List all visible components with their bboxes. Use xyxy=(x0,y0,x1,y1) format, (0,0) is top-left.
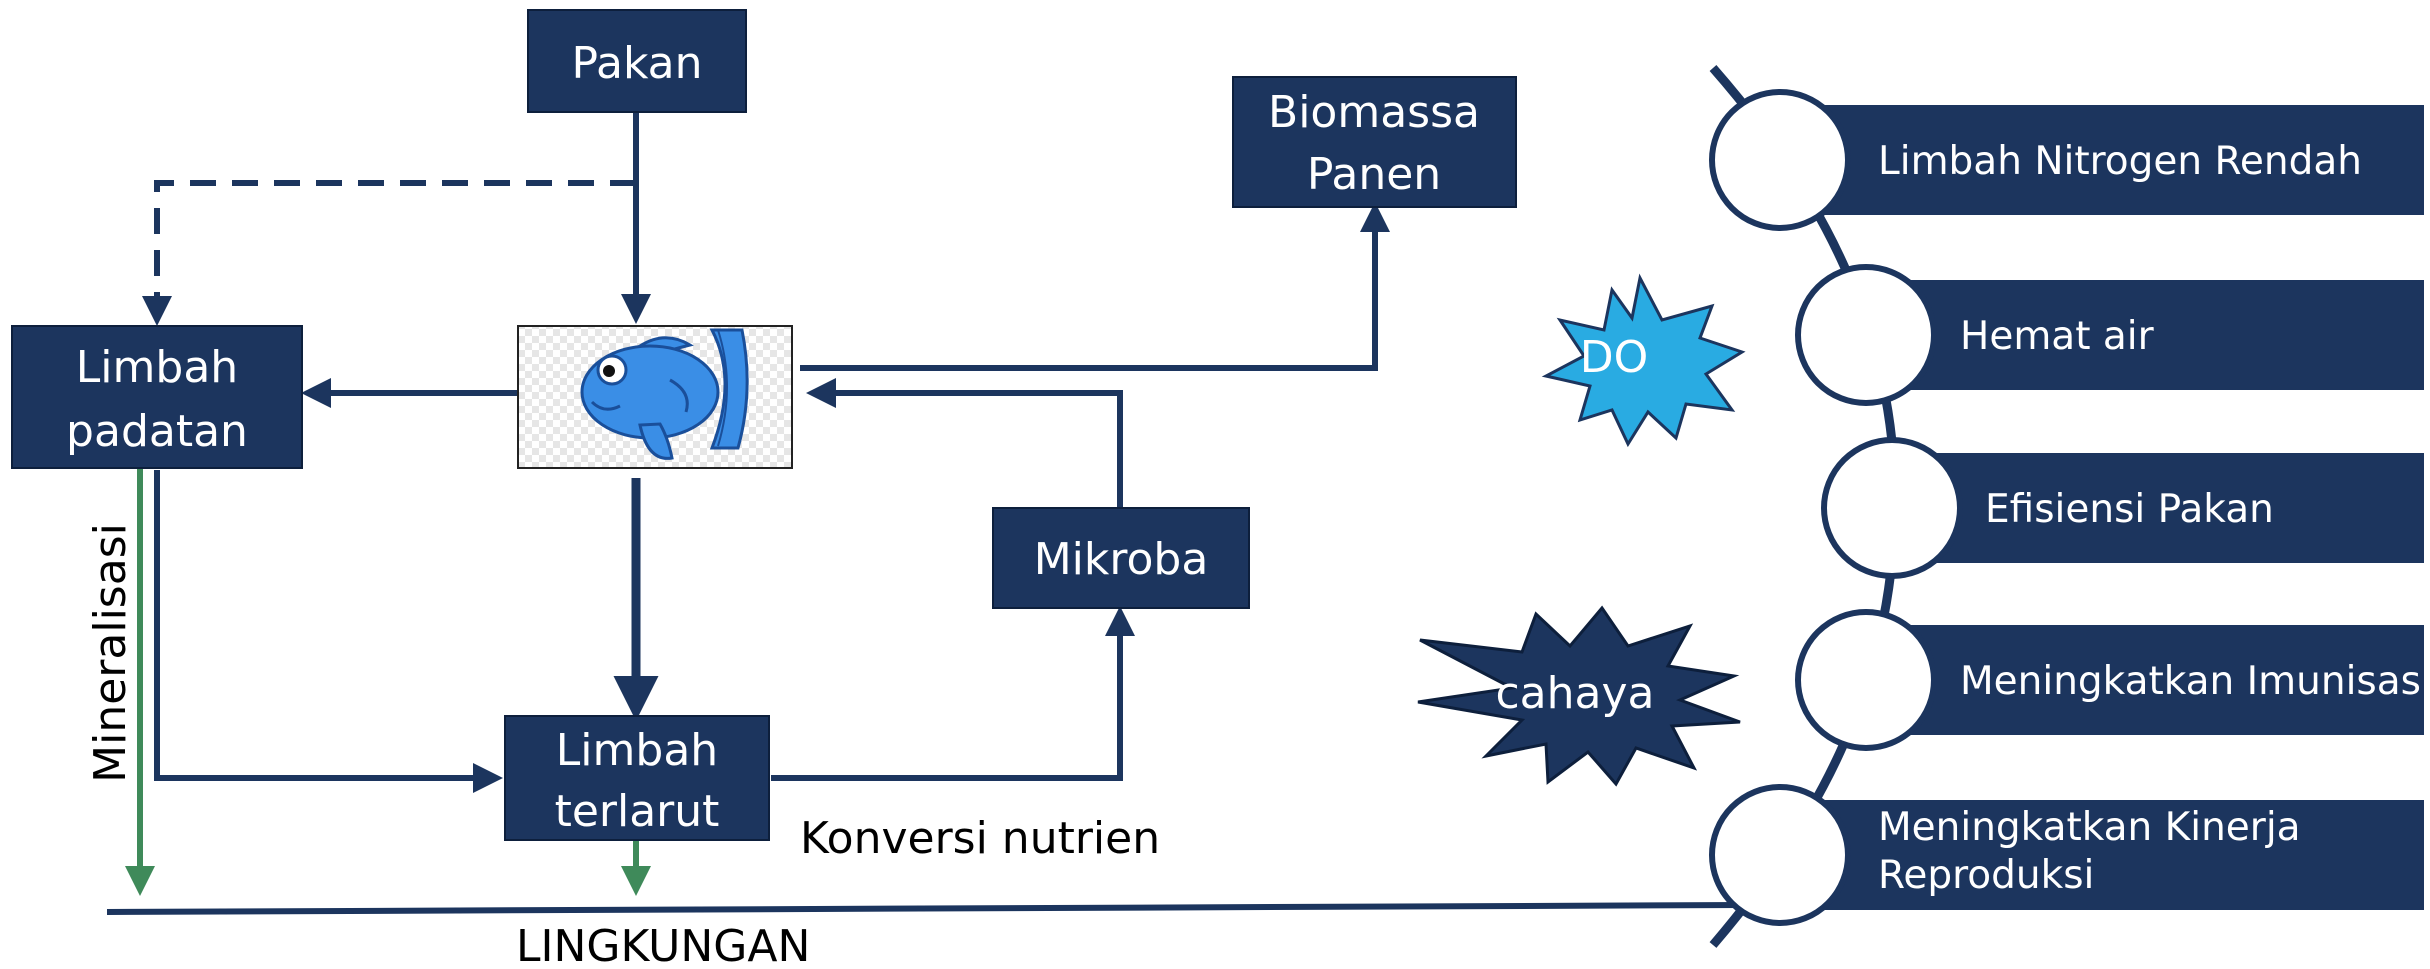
box-limbah-terlarut-label-2: terlarut xyxy=(555,786,720,837)
fish-image xyxy=(517,325,793,469)
benefit-label-line2: Reproduksi xyxy=(1878,853,2094,898)
box-limbah-terlarut: Limbah terlarut xyxy=(504,715,770,841)
benefit-item: Limbah Nitrogen Rendah xyxy=(1709,89,2424,231)
cahaya-label: cahaya xyxy=(1495,668,1654,719)
do-label: DO xyxy=(1580,332,1649,383)
benefit-item: Meningkatkan Kinerja Reproduksi xyxy=(1709,784,2424,926)
mineralisasi-label: Mineralisasi xyxy=(85,523,136,783)
box-pakan: Pakan xyxy=(527,9,747,113)
box-limbah-padatan: Limbah padatan xyxy=(11,325,303,469)
box-biomassa-label-1: Biomassa xyxy=(1268,87,1480,138)
benefit-item: Meningkatkan Imunisasi xyxy=(1795,609,2430,751)
box-mikroba-label: Mikroba xyxy=(1034,534,1209,585)
box-biomassa-panen: Biomassa Panen xyxy=(1232,76,1517,208)
cahaya-burst: cahaya xyxy=(1417,605,1741,787)
arrow-terlarut-to-mikroba xyxy=(771,606,1135,781)
benefit-item: Hemat air xyxy=(1795,264,2424,406)
box-biomassa-label-2: Panen xyxy=(1307,149,1441,200)
arrow-padatan-to-terlarut xyxy=(154,470,503,793)
lingkungan-label: LINGKUNGAN xyxy=(516,921,810,969)
box-mikroba: Mikroba xyxy=(992,507,1250,609)
arrow-mikroba-to-fish xyxy=(806,378,1123,508)
benefit-label: Efisiensi Pakan xyxy=(1985,487,2274,532)
benefit-item: Efisiensi Pakan xyxy=(1821,437,2424,579)
benefit-label: Meningkatkan Imunisasi xyxy=(1960,659,2430,704)
konversi-nutrien-label: Konversi nutrien xyxy=(800,813,1160,864)
do-burst: DO xyxy=(1541,273,1746,448)
box-pakan-label: Pakan xyxy=(571,38,702,89)
box-limbah-terlarut-label-1: Limbah xyxy=(556,725,718,776)
box-limbah-padatan-label-2: padatan xyxy=(66,406,248,457)
benefit-label: Limbah Nitrogen Rendah xyxy=(1878,139,2362,184)
arrow-fish-to-biomassa xyxy=(800,202,1390,371)
lingkungan-line xyxy=(106,902,1746,915)
benefit-label: Hemat air xyxy=(1960,314,2155,359)
dashed-feed-arrow xyxy=(142,180,636,326)
box-limbah-padatan-label-1: Limbah xyxy=(76,342,238,393)
fish-icon xyxy=(580,328,749,460)
benefit-label: Meningkatkan Kinerja xyxy=(1878,805,2301,850)
